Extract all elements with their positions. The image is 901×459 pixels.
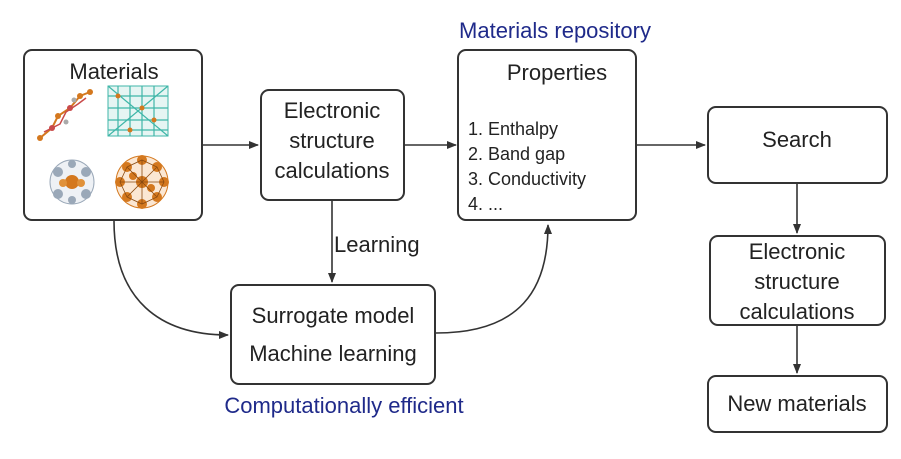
new-materials-title: New materials bbox=[727, 391, 867, 416]
framework-structure-image bbox=[107, 85, 169, 137]
electronic-structure-box bbox=[260, 89, 405, 201]
surrogate-model-box bbox=[230, 284, 436, 385]
computationally-efficient-caption: Computationally efficient bbox=[224, 393, 464, 418]
electronic-structure-line3: calculations bbox=[274, 158, 390, 183]
electronic-structure-2-line3: calculations bbox=[739, 299, 855, 324]
electronic-structure-2-line1: Electronic bbox=[748, 239, 846, 264]
surrogate-model-line2: Machine learning bbox=[249, 341, 417, 366]
electronic-structure-box-2 bbox=[709, 235, 886, 326]
properties-box bbox=[457, 49, 637, 221]
surrogate-model-line1: Surrogate model bbox=[251, 303, 415, 328]
properties-title: Properties bbox=[506, 60, 608, 85]
arrow-surrogate-to-properties bbox=[435, 224, 552, 334]
property-item: 4. ... bbox=[468, 194, 504, 214]
chain-structure-image bbox=[37, 89, 93, 141]
search-title: Search bbox=[762, 127, 832, 152]
learning-label: Learning bbox=[334, 232, 420, 257]
property-item: 2. Band gap bbox=[468, 144, 566, 164]
property-item: 1. Enthalpy bbox=[468, 119, 559, 139]
cluster-structure-image bbox=[49, 159, 95, 205]
search-box bbox=[707, 106, 888, 184]
property-item: 3. Conductivity bbox=[468, 169, 587, 189]
electronic-structure-line2: structure bbox=[289, 128, 375, 153]
electronic-structure-line1: Electronic bbox=[283, 98, 381, 123]
materials-repository-caption: Materials repository bbox=[459, 18, 651, 43]
materials-title: Materials bbox=[69, 59, 159, 84]
electronic-structure-2-line2: structure bbox=[754, 269, 840, 294]
orange-cluster-image bbox=[115, 155, 169, 209]
arrow-materials-to-surrogate bbox=[113, 220, 229, 339]
new-materials-box bbox=[707, 375, 888, 433]
